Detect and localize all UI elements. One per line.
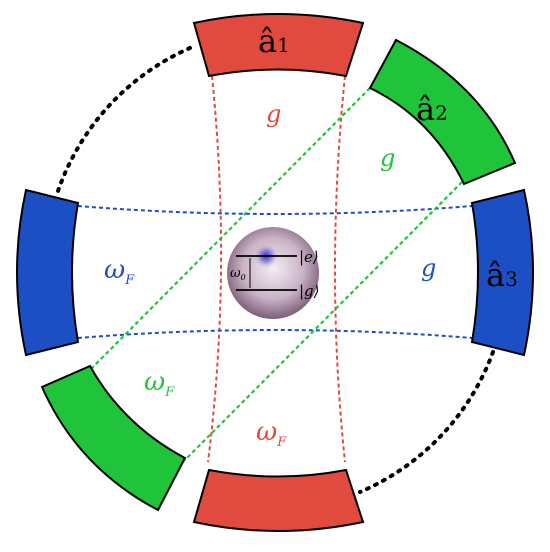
mode-a3-beam-bottom [77, 329, 473, 339]
mode-a1-label: â1 [258, 22, 290, 60]
coupling-label-green: g [380, 144, 395, 172]
mirror-a2-lower [40, 364, 187, 512]
mirror-a3-left [16, 188, 80, 357]
mode-a2-beam-lower [184, 181, 463, 461]
atom-sphere [227, 227, 319, 319]
detuning-label-green: ωF [144, 367, 175, 400]
detuning-label-red: ωF [256, 417, 287, 450]
coupling-label-blue: g [421, 254, 436, 282]
mode-a3-beam-top [77, 205, 473, 215]
mode-a1-beam-left [207, 75, 223, 463]
transition-frequency-label: ω0 [230, 266, 246, 282]
ground-state-label: |g⟩ [299, 282, 320, 300]
coupling-label-red: g [266, 100, 281, 128]
mode-a1-beam-right [334, 75, 346, 463]
mode-a2-beam-upper [91, 87, 371, 369]
mirror-a1-bottom [192, 468, 365, 532]
outer-ring-dotted-left [55, 46, 192, 196]
mirror-a3-right [470, 188, 534, 357]
outer-ring-dotted-right [358, 350, 495, 494]
mode-a2-label: â2 [416, 90, 448, 128]
mirror-a2-upper [368, 38, 517, 186]
atom: |e⟩ |g⟩ ω0 [227, 227, 320, 319]
excited-state-label: |e⟩ [299, 248, 319, 266]
mirror-a1-top [192, 13, 365, 78]
mode-a3-label: â3 [486, 256, 518, 294]
detuning-label-blue: ωF [104, 255, 135, 288]
